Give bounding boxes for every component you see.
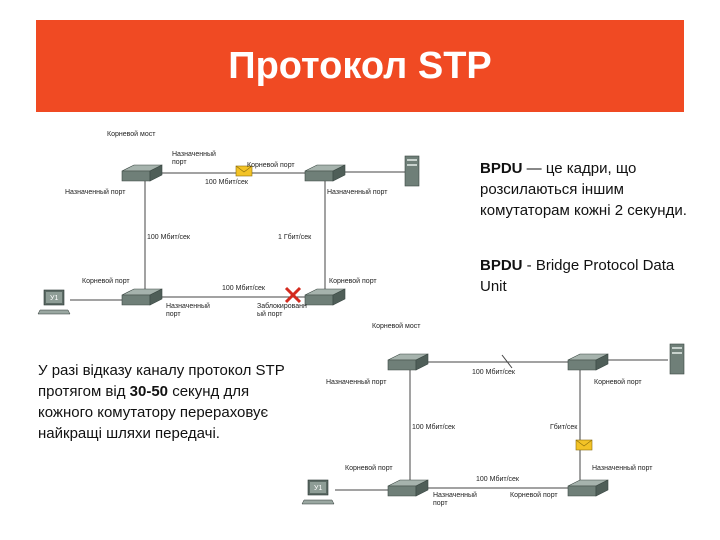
switch-icon xyxy=(387,353,429,371)
speed-label: 100 Мбит/сек xyxy=(412,423,456,431)
failure-text-before: У разі відказу каналу протокол STP протя… xyxy=(38,362,285,400)
switch-icon xyxy=(567,353,609,371)
bpdu-description-text: — це кадри, що розсилаються іншим комута… xyxy=(480,160,687,219)
speed-label: 100 Мбит/сек xyxy=(472,368,516,376)
designated-port-label: Назначенный порт xyxy=(592,464,653,472)
pc-label: У1 xyxy=(314,485,322,492)
pc-label: У1 xyxy=(50,295,58,302)
root-port-label: Корневой порт xyxy=(82,277,130,285)
bpdu-definition-text: - Bridge Protocol Data Unit xyxy=(480,257,675,295)
bpdu-term: BPDU xyxy=(480,160,523,177)
root-port-label: Корневой порт xyxy=(345,464,393,472)
bpdu-envelope-icon xyxy=(575,439,593,451)
server-icon xyxy=(404,155,420,187)
switch-icon xyxy=(304,164,346,182)
pc-icon xyxy=(301,479,335,505)
failure-description: У разі відказу каналу протокол STP протя… xyxy=(38,360,308,444)
speed-label: 1 Гбит/сек xyxy=(278,233,312,241)
bpdu-definition: BPDU - Bridge Protocol Data Unit xyxy=(480,255,690,297)
root-bridge-label: Корневой мост xyxy=(372,322,421,330)
speed-label: 100 Мбит/сек xyxy=(222,284,266,292)
root-port-label: Корневой порт xyxy=(247,161,295,169)
pc-icon xyxy=(37,289,71,315)
failure-time-range: 30-50 xyxy=(129,383,169,400)
switch-icon xyxy=(567,479,609,497)
diagram-2: Корневой мост Назначенный порт 100 Мбит/… xyxy=(301,322,685,507)
root-port-label: Корневой порт xyxy=(594,378,642,386)
switch-icon xyxy=(304,288,346,306)
failure-text-after: секунд для кожного комутатору перерахову… xyxy=(38,383,269,442)
root-port-label: Корневой порт xyxy=(329,277,377,285)
blocked-port-icon xyxy=(284,286,302,304)
title-banner: Протокол STP xyxy=(36,20,684,112)
bpdu-term: BPDU xyxy=(480,257,523,274)
designated-port-label: Назначенный порт xyxy=(327,188,388,196)
root-bridge-label: Корневой мост xyxy=(107,130,156,138)
speed-label: 100 Мбит/сек xyxy=(476,475,520,483)
switch-root-icon xyxy=(121,164,163,182)
page-title: Протокол STP xyxy=(228,44,492,87)
switch-root-icon xyxy=(387,479,429,497)
speed-label: Гбит/сек xyxy=(550,423,578,431)
designated-port-label: Назначенный порт xyxy=(326,378,387,386)
bpdu-envelope-icon xyxy=(235,165,253,177)
bpdu-description: BPDU — це кадри, що розсилаються іншим к… xyxy=(480,158,690,221)
speed-label: 100 Мбит/сек xyxy=(205,178,249,186)
link-break xyxy=(501,354,513,369)
designated-port-label: Назначенный порт xyxy=(65,188,126,196)
speed-label: 100 Мбит/сек xyxy=(147,233,191,241)
server-icon xyxy=(669,343,685,375)
root-port-label: Корневой порт xyxy=(510,491,558,499)
switch-icon xyxy=(121,288,163,306)
